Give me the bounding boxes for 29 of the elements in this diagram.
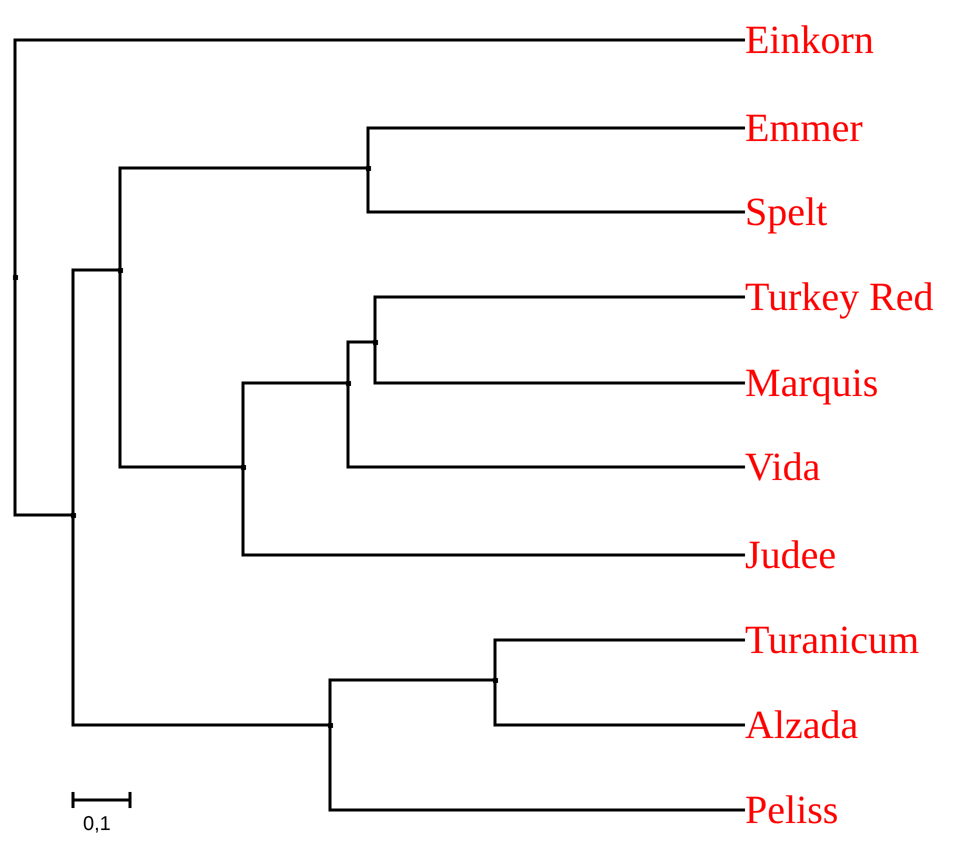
branch-line [494, 680, 745, 726]
branch-line [374, 296, 745, 342]
taxon-label: Alzada [745, 701, 858, 749]
taxon-label: Marquis [745, 359, 878, 407]
branch-line [328, 678, 495, 725]
branch-line [242, 467, 745, 556]
taxon-label: Turanicum [745, 616, 920, 664]
taxon-label: Spelt [745, 188, 828, 236]
taxon-label: Judee [745, 531, 836, 579]
taxon-label: Einkorn [745, 16, 874, 64]
branch-line [14, 277, 73, 516]
branch-line [14, 38, 745, 277]
branch-line [328, 725, 745, 812]
branch-line [346, 340, 375, 383]
branch-line [366, 168, 745, 214]
branch-line [494, 638, 745, 680]
scale-label: 0,1 [83, 812, 111, 836]
taxon-label: Vida [745, 443, 820, 491]
branch-line [346, 383, 745, 468]
branch-line [72, 515, 330, 726]
branch-line [118, 270, 243, 468]
taxon-label: Turkey Red [745, 273, 934, 321]
branch-line [72, 268, 120, 515]
taxon-label: Emmer [745, 104, 863, 152]
taxon-label: Peliss [745, 786, 838, 834]
branch-line [242, 382, 348, 467]
branch-line [366, 126, 745, 168]
branch-line [374, 342, 745, 384]
branch-line [118, 166, 368, 270]
